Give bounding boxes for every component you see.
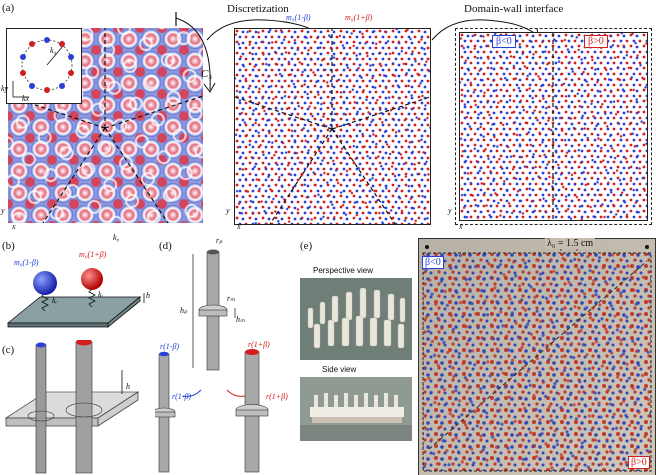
dw-y-axis-label: y — [448, 206, 452, 215]
inset-k0-label: k₀ — [50, 46, 57, 55]
bottom-k0-label: k₀ — [113, 233, 120, 242]
a-y-axis-label: y — [1, 206, 5, 215]
domain-wall-lattice — [455, 28, 652, 225]
panel-e-label: (e) — [300, 240, 313, 252]
beta-positive-box: β>0 — [584, 35, 608, 48]
c-h-label: h — [126, 382, 130, 391]
discrete-lattice — [234, 28, 431, 225]
d-r-minus-top-label: r(1-β) — [160, 342, 180, 351]
pillar-plate-diagram — [4, 340, 140, 474]
photo-beta-positive-box: β>0 — [628, 456, 650, 469]
photo-beta-negative-box: β<0 — [422, 256, 444, 269]
panel-c-label: (c) — [2, 344, 15, 356]
perspective-photo-svg — [300, 278, 412, 360]
panel-d-label: (d) — [159, 240, 172, 252]
rotation-arrow — [175, 12, 216, 93]
inset-ky-label: ky — [1, 84, 9, 93]
panel-b-label: (b) — [2, 240, 15, 252]
discrete-x-axis-label: x — [237, 222, 241, 231]
discrete-y-axis-label: y — [226, 206, 230, 215]
d-hm-label: hₘ — [236, 315, 245, 324]
k-space-inset-svg — [12, 37, 74, 98]
d-rp-label: rₚ — [216, 236, 223, 245]
domain-wall-svg — [460, 33, 647, 220]
perspective-view-label: Perspective view — [313, 266, 374, 275]
experiment-photo-svg — [419, 239, 655, 475]
pillar-geometry-diagram — [155, 249, 269, 473]
b-m-minus-label: m₀(1-β) — [14, 258, 39, 267]
inset-kx-label: kx — [22, 94, 30, 103]
mass-spring-diagram — [6, 268, 145, 328]
d-rm-label: rₘ — [227, 294, 236, 303]
experiment-photo — [418, 238, 656, 475]
discrete-lattice-svg — [234, 29, 431, 225]
side-view-label: Side view — [322, 365, 357, 374]
d-r-minus-bottom-label: r(1-β) — [172, 392, 192, 401]
beta-negative-box: β<0 — [492, 35, 516, 48]
lambda-label: λ₀ = 1.5 cm — [545, 238, 596, 249]
d-r-plus-bottom-label: r(1+β) — [266, 392, 288, 401]
side-photo — [300, 377, 412, 441]
discretization-label: Discretization — [227, 3, 289, 15]
domain-wall-label: Domain-wall interface — [464, 3, 564, 15]
k-space-inset — [6, 28, 82, 104]
a-x-axis-label: x — [12, 222, 16, 231]
perspective-photo — [300, 278, 412, 360]
c5-label: C₅ — [201, 68, 213, 80]
discrete-m-plus-label: m₀(1+β) — [345, 13, 373, 22]
b-kr-left-label: kᵣ — [52, 296, 58, 305]
b-h-label: h — [146, 291, 150, 300]
b-m-plus-label: m₀(1+β) — [79, 250, 107, 259]
dw-x-axis-label: x — [459, 222, 463, 231]
d-r-plus-top-label: r(1+β) — [248, 340, 270, 349]
side-photo-svg — [300, 377, 412, 441]
panel-a-label: (a) — [2, 2, 15, 14]
d-hp-label: hₚ — [180, 306, 188, 315]
b-kr-right-label: kᵣ — [98, 290, 104, 299]
discrete-m-minus-label: m₀(1-β) — [286, 13, 311, 22]
